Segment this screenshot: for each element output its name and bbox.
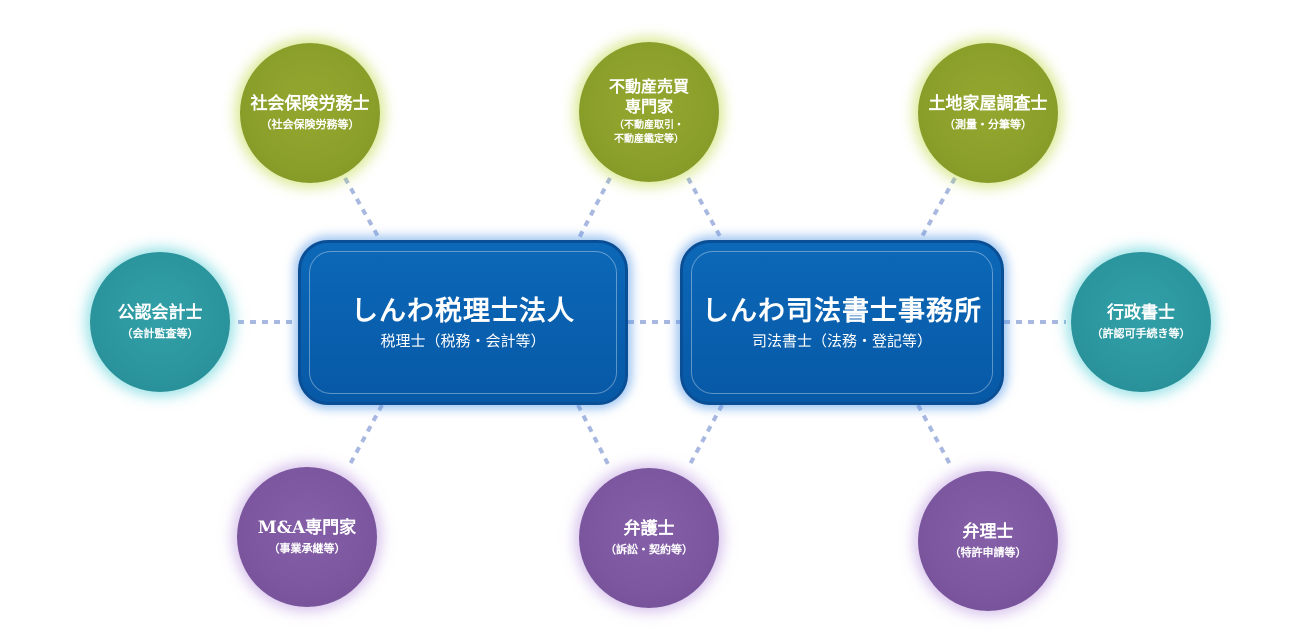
node-subtitle: （事業承継等） [268,542,346,555]
node-title: 公認会計士 [117,303,203,323]
node-ma: M&A専門家 （事業承継等） [237,467,377,607]
node-bengoshi: 弁護士 （訴訟・契約等） [579,468,719,608]
hub-subtitle: 税理士（税務・会計等） [380,331,546,350]
node-title: 社会保険労務士 [250,94,370,114]
hub-title: しんわ税理士法人 [351,295,575,327]
node-subtitle: （社会保険労務等） [260,118,360,131]
node-benrishi: 弁理士 （特許申請等） [918,471,1058,611]
node-title: 弁理士 [962,522,1014,542]
node-fudousan: 不動産売買 専門家 （不動産取引・ 不動産鑑定等） [579,42,719,182]
link-bengoshi-right [686,404,724,469]
link-fudousan-left [576,177,612,241]
node-gyousei: 行政書士 （許認可手続き等） [1071,252,1211,392]
link-sharoushi [343,177,382,241]
node-sharoushi: 社会保険労務士 （社会保険労務等） [240,43,380,183]
node-subtitle: （訴訟・契約等） [605,543,693,556]
node-kaikeishi: 公認会計士 （会計監査等） [90,252,230,392]
node-subtitle: （測量・分筆等） [944,118,1032,131]
node-title: 弁護士 [623,519,675,539]
link-ma [346,404,384,469]
node-subtitle: （特許申請等） [949,546,1027,559]
hub-title: しんわ司法書士事務所 [702,295,982,327]
link-bengoshi-left [576,404,612,469]
node-title: 土地家屋調査士 [928,94,1048,114]
hub-shihoushoshi: しんわ司法書士事務所 司法書士（法務・登記等） [680,240,1004,405]
node-tochikaoku: 土地家屋調査士 （測量・分筆等） [918,43,1058,183]
node-subtitle: （会計監査等） [121,327,199,340]
node-subtitle: （許認可手続き等） [1091,327,1191,340]
link-tochikaoku [918,177,957,241]
node-title: M&A専門家 [257,518,357,538]
link-benrishi [916,404,954,469]
node-title: 行政書士 [1107,303,1175,323]
hub-zeirishi: しんわ税理士法人 税理士（税務・会計等） [298,240,628,405]
hub-subtitle: 司法書士（法務・登記等） [751,331,932,350]
node-title: 不動産売買 専門家 [608,77,689,116]
node-subtitle: （不動産取引・ 不動産鑑定等） [614,120,684,145]
link-fudousan-right [686,177,724,241]
